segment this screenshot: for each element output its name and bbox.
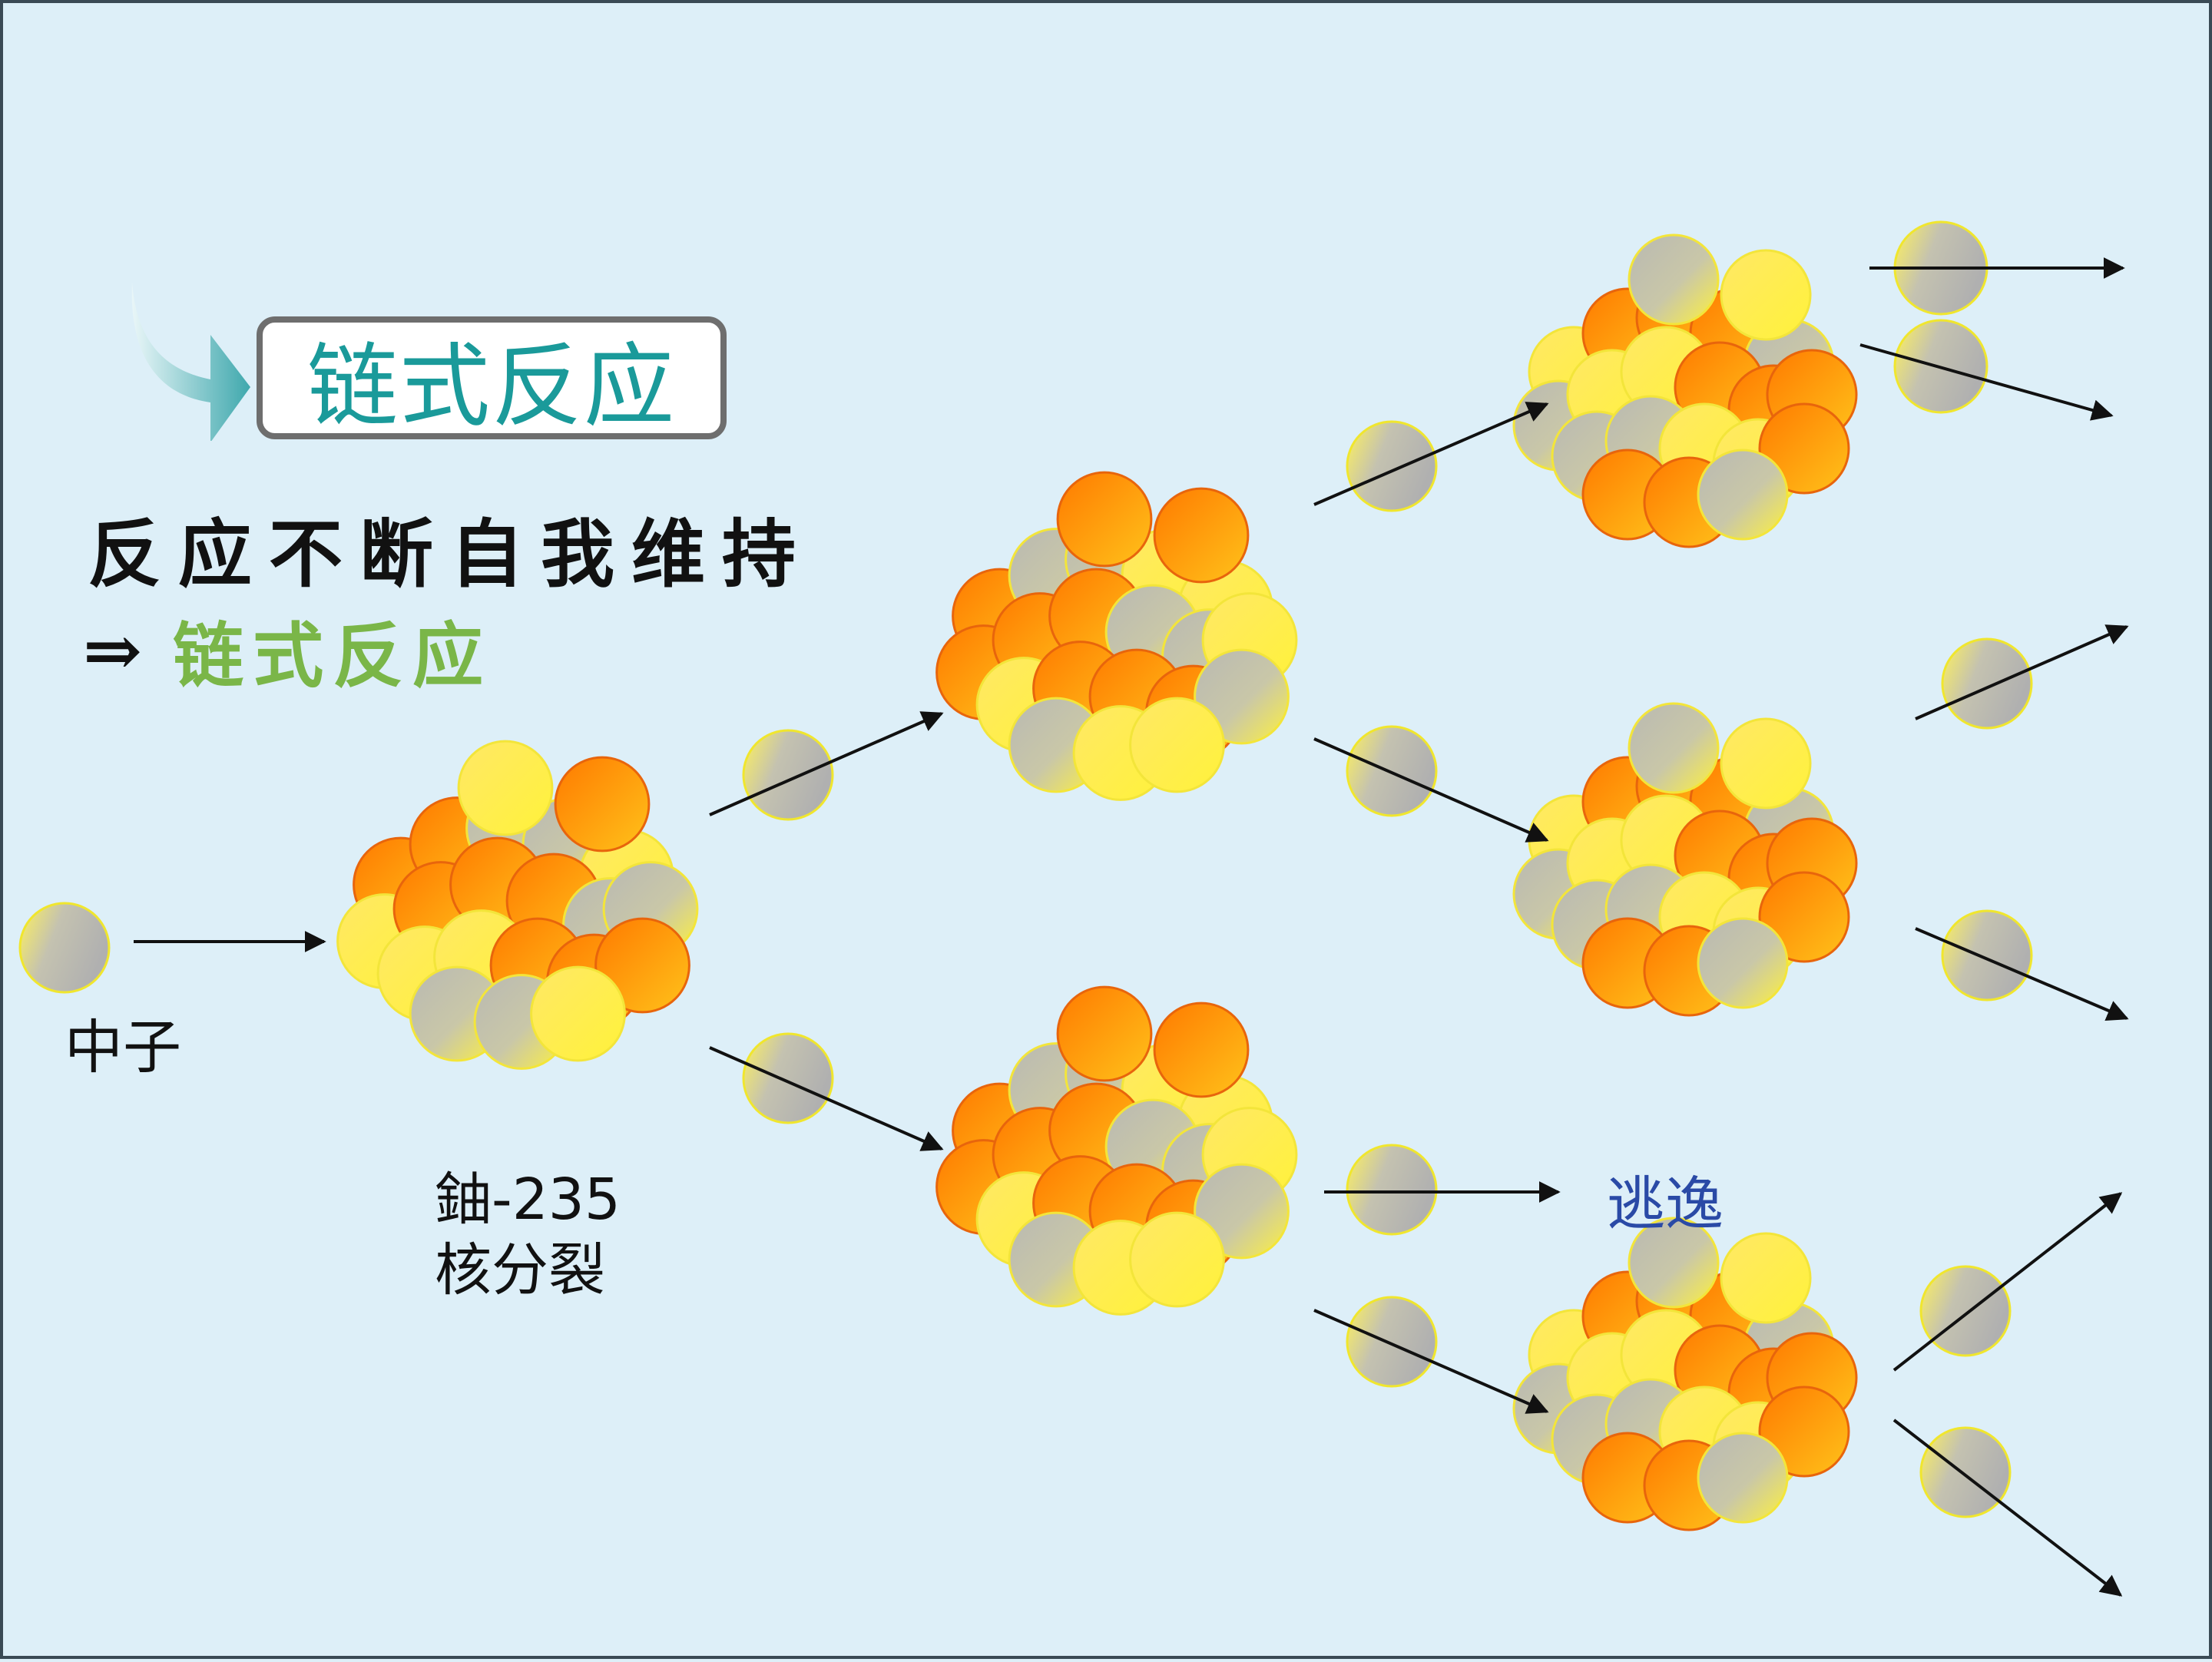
- uranium-nucleus: [1512, 1217, 1858, 1531]
- neutron: [1346, 420, 1438, 512]
- uranium-nucleus: [1512, 702, 1858, 1017]
- nucleon: [1129, 1211, 1225, 1308]
- nucleon: [1628, 233, 1720, 326]
- nucleon: [1194, 648, 1290, 745]
- implies-arrow-icon: ⇒: [83, 608, 143, 692]
- conclusion-line: ⇒ 链式反应: [83, 599, 492, 701]
- trajectory-arrow: [1859, 343, 2114, 421]
- trajectory-arrow: [709, 711, 944, 816]
- trajectory-arrow: [1892, 1419, 2123, 1597]
- escape-label: 逃逸: [1607, 1170, 1724, 1238]
- nucleon: [1056, 471, 1153, 568]
- nucleon: [1758, 402, 1850, 495]
- nucleon: [1758, 871, 1850, 963]
- trajectory-arrow: [1313, 1309, 1549, 1414]
- title-box: 链式反应: [257, 316, 727, 439]
- nucleon: [594, 917, 690, 1014]
- neutron: [1941, 909, 2033, 1002]
- nucleon: [1697, 917, 1789, 1009]
- trajectory-arrow: [1915, 927, 2129, 1021]
- arrows-layer: [134, 257, 2129, 1597]
- nucleon: [1129, 697, 1225, 793]
- neutron: [1941, 637, 2033, 730]
- nucleon: [1153, 1002, 1250, 1098]
- conclusion-term: 链式反应: [173, 614, 493, 697]
- uranium-nucleus: [935, 985, 1298, 1316]
- fission-label-line1: 鈾-235: [435, 1167, 621, 1233]
- nucleon: [1628, 1217, 1720, 1309]
- nuclei-layer: [336, 233, 1858, 1531]
- neutron: [1346, 1144, 1438, 1236]
- trajectory-arrow: [1892, 1192, 2123, 1372]
- nucleon: [1720, 249, 1812, 341]
- fission-label-line2: 核分裂: [435, 1237, 605, 1303]
- neutron: [1919, 1426, 2012, 1518]
- neutron: [1919, 1265, 2012, 1357]
- nucleon: [1720, 1232, 1812, 1324]
- nucleon: [1720, 717, 1812, 809]
- nucleon: [457, 740, 554, 836]
- nucleon: [1153, 487, 1250, 584]
- neutron: [18, 902, 111, 994]
- nucleon: [1697, 449, 1789, 541]
- uranium-nucleus: [336, 740, 699, 1070]
- uranium-nucleus: [1512, 233, 1858, 548]
- neutron-label: 中子: [65, 1013, 181, 1081]
- neutron: [742, 1032, 834, 1124]
- subtitle: 反应不断自我维持: [88, 511, 813, 598]
- nucleon: [530, 965, 626, 1062]
- trajectory-arrow: [1313, 402, 1549, 506]
- nucleon: [1194, 1163, 1290, 1260]
- trajectory-arrow: [709, 1046, 944, 1151]
- fission-label: 鈾-235 核分裂: [435, 1164, 621, 1306]
- curved-arrow-icon: [131, 283, 250, 441]
- trajectory-arrow: [1915, 624, 2129, 720]
- uranium-nucleus: [935, 471, 1298, 801]
- trajectory-arrow: [1313, 737, 1549, 843]
- nucleon: [554, 756, 651, 853]
- nucleon: [1056, 985, 1153, 1082]
- neutron: [742, 729, 834, 821]
- nucleon: [1697, 1432, 1789, 1524]
- slide-title: 链式反应: [306, 333, 676, 439]
- neutron: [1346, 1296, 1438, 1388]
- nucleon: [1758, 1386, 1850, 1478]
- nucleon: [1628, 702, 1720, 794]
- chain-reaction-diagram: [18, 220, 2129, 1597]
